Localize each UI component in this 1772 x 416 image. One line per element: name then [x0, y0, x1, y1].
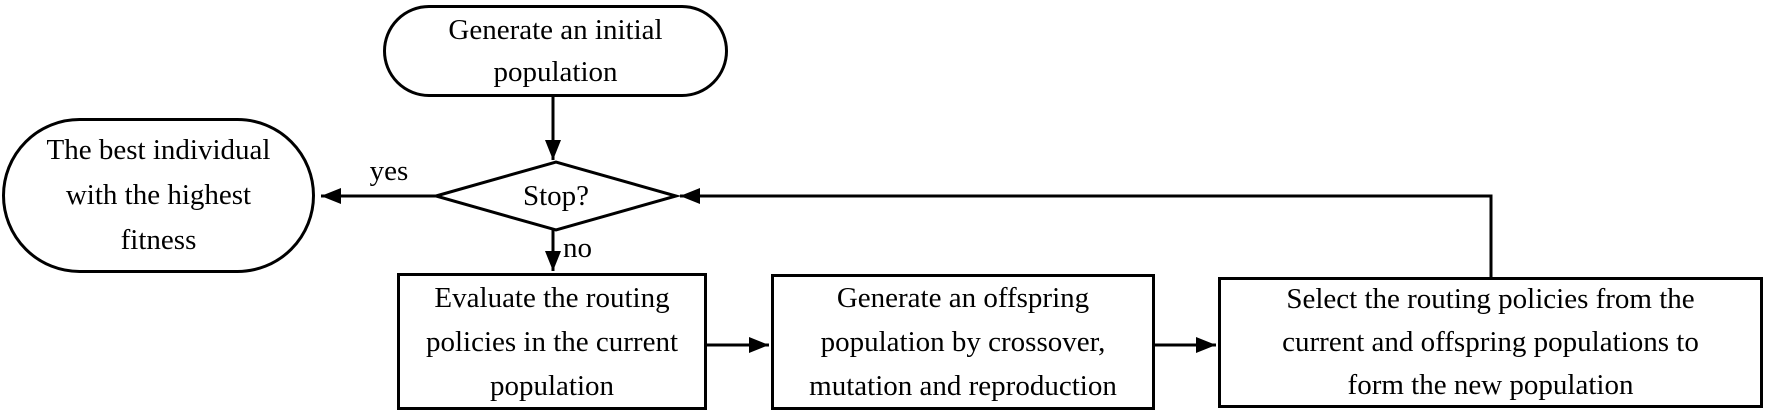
node-result-text: fitness	[120, 224, 197, 256]
node-offspring: Generate an offspring population by cros…	[771, 274, 1155, 410]
node-evaluate: Evaluate the routing policies in the cur…	[397, 273, 707, 410]
edge-label-no: no	[563, 233, 613, 263]
node-start: Generate an initial population	[383, 5, 728, 97]
node-start-text: Generate an initial	[448, 14, 663, 46]
node-result-text: The best individual	[46, 134, 271, 166]
node-evaluate-text: population	[489, 369, 615, 402]
node-offspring-text: Generate an offspring	[836, 282, 1090, 314]
node-select-text: form the new population	[1347, 369, 1634, 401]
node-offspring-text: population by crossover,	[820, 326, 1106, 358]
edge-label-yes: yes	[358, 156, 420, 186]
node-evaluate-text: policies in the current	[425, 325, 679, 358]
node-select-text: Select the routing policies from the	[1286, 283, 1695, 315]
node-start-text: population	[493, 56, 618, 88]
node-decision-label: Stop?	[522, 179, 590, 212]
decision-diamond-shape	[430, 160, 682, 232]
node-select: Select the routing policies from the cur…	[1218, 277, 1763, 408]
edge-select-to-decision	[680, 188, 1493, 277]
node-select-text: current and offspring populations to	[1282, 326, 1699, 358]
node-result-text: with the highest	[65, 179, 252, 211]
node-evaluate-text: Evaluate the routing	[434, 281, 670, 314]
node-result: The best individual with the highest fit…	[2, 118, 315, 273]
node-offspring-text: mutation and reproduction	[809, 370, 1117, 402]
